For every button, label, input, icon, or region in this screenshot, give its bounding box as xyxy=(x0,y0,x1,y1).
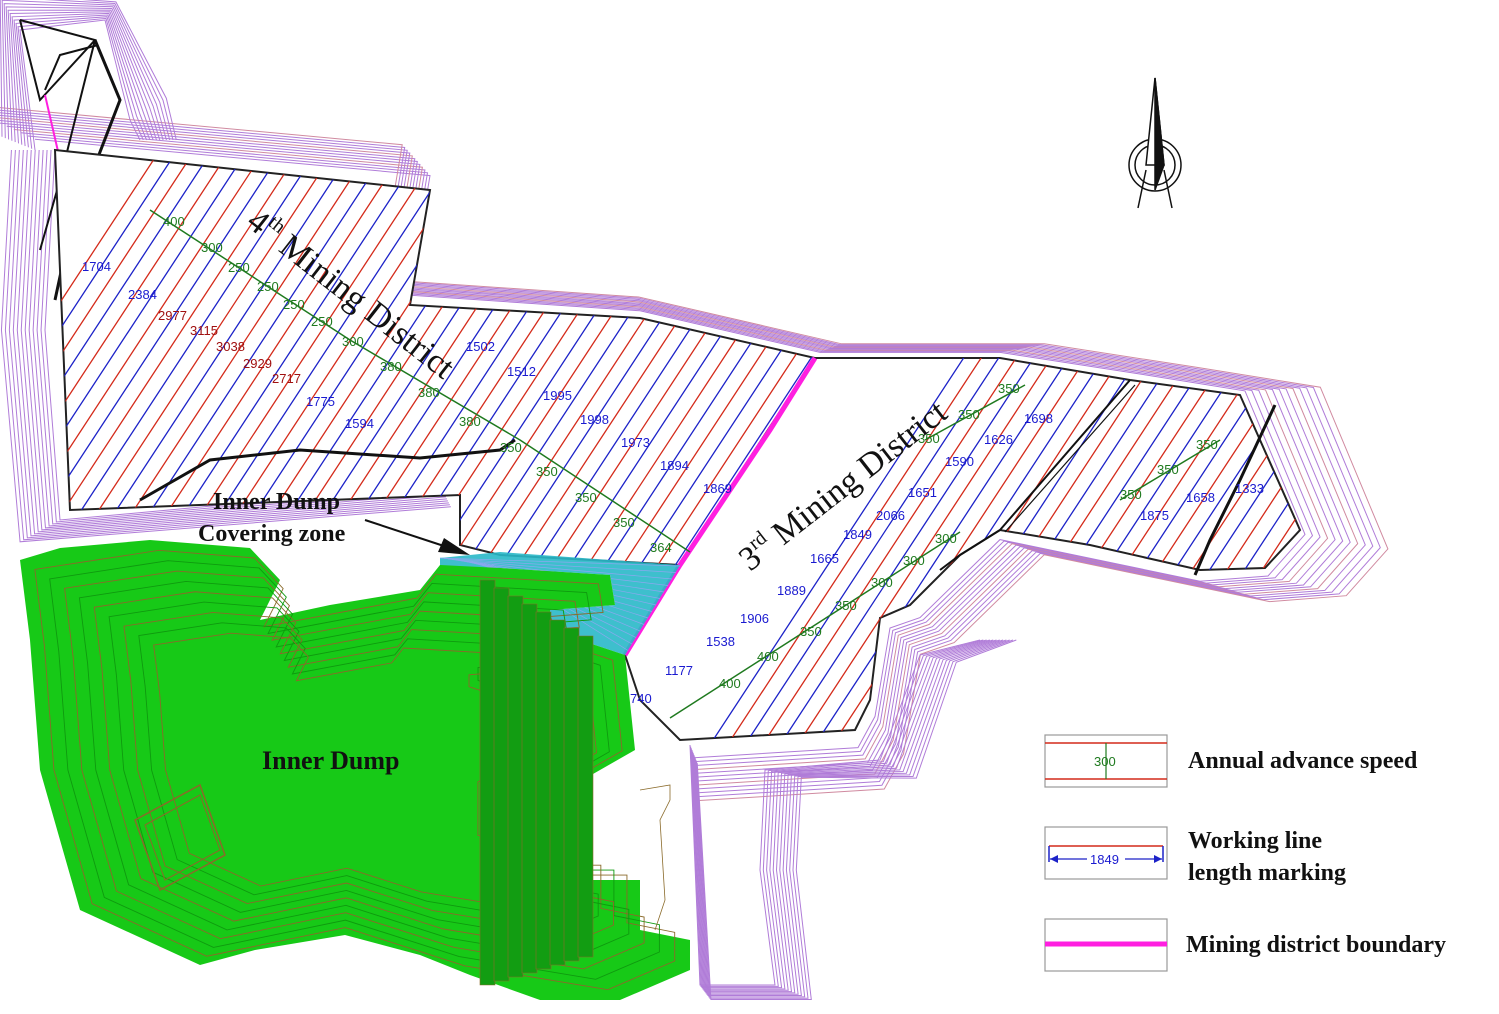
advance-speed-label: 350 xyxy=(918,431,940,446)
advance-speed-label: 350 xyxy=(1157,462,1179,477)
working-length-label: 1594 xyxy=(345,416,374,431)
working-length-labels: 1704 2384 2977 3115 3038 2929 2717 1775 … xyxy=(82,259,1264,706)
working-length-label: 1894 xyxy=(660,458,689,473)
advance-speed-label: 250 xyxy=(228,260,250,275)
legend-advance-label: Annual advance speed xyxy=(1188,748,1418,774)
inner-dump xyxy=(20,540,690,1000)
advance-speed-label: 380 xyxy=(459,414,481,429)
advance-speed-labels: 400 300 250 250 250 250 300 380 380 380 … xyxy=(163,214,1218,691)
working-length-label: 1333 xyxy=(1235,481,1264,496)
advance-speed-label: 400 xyxy=(163,214,185,229)
working-length-label: 3115 xyxy=(190,323,218,338)
working-length-label: 1538 xyxy=(706,634,735,649)
working-length-label: 2384 xyxy=(128,287,157,302)
working-length-label: 1875 xyxy=(1140,508,1169,523)
working-length-label: 1665 xyxy=(810,551,839,566)
north-arrow-icon xyxy=(1128,77,1182,209)
working-length-label: 740 xyxy=(630,691,652,706)
advance-speed-label: 400 xyxy=(719,676,741,691)
advance-speed-label: 380 xyxy=(380,359,402,374)
working-length-label: 1177 xyxy=(665,663,693,678)
advance-speed-label: 300 xyxy=(903,553,925,568)
advance-speed-label: 350 xyxy=(536,464,558,479)
inner-dump-label: Inner Dump xyxy=(262,746,400,775)
cover-zone-arrow-head xyxy=(438,538,470,555)
advance-speed-line-3rd-upper xyxy=(924,384,1026,441)
working-length-label: 1869 xyxy=(703,481,732,496)
advance-speed-label: 250 xyxy=(257,279,279,294)
advance-speed-label: 350 xyxy=(958,407,980,422)
working-length-label: 2717 xyxy=(272,371,301,386)
working-length-label: 1906 xyxy=(740,611,769,626)
advance-speed-line-3rd-east xyxy=(1119,439,1221,501)
working-length-label: 2929 xyxy=(243,356,272,371)
advance-speed-line-3rd-lower xyxy=(669,531,961,719)
working-length-label: 1512 xyxy=(507,364,536,379)
advance-speed-label: 300 xyxy=(935,531,957,546)
haul-roads xyxy=(139,379,1277,576)
legend: 300 Annual advance speed 1849 Working li… xyxy=(1044,734,1446,972)
advance-speed-label: 300 xyxy=(871,575,893,590)
advance-speed-label: 350 xyxy=(998,381,1020,396)
legend-working-label-2: length marking xyxy=(1188,860,1346,886)
advance-speed-label: 350 xyxy=(1120,487,1142,502)
dump-edge-detail xyxy=(639,784,671,931)
working-length-label: 1590 xyxy=(945,454,974,469)
working-length-label: 1626 xyxy=(984,432,1013,447)
working-length-label: 1651 xyxy=(908,485,937,500)
legend-working-label-1: Working line xyxy=(1188,828,1322,854)
working-length-label: 1698 xyxy=(1024,411,1053,426)
advance-speed-label: 350 xyxy=(1196,437,1218,452)
working-length-label: 1889 xyxy=(777,583,806,598)
advance-speed-label: 350 xyxy=(835,598,857,613)
legend-boundary-label: Mining district boundary xyxy=(1186,932,1446,958)
advance-speed-label: 250 xyxy=(283,297,305,312)
working-length-label: 1658 xyxy=(1186,490,1215,505)
advance-speed-label: 350 xyxy=(575,490,597,505)
cover-zone-label-line1: Inner Dump xyxy=(213,489,340,515)
working-length-label: 2066 xyxy=(876,508,905,523)
working-length-label: 3038 xyxy=(216,339,245,354)
advance-speed-label: 350 xyxy=(500,440,522,455)
inner-dump-covering-zone xyxy=(440,552,680,655)
working-length-label: 1704 xyxy=(82,259,111,274)
cover-zone-label-line2: Covering zone xyxy=(198,521,346,547)
working-length-label: 1973 xyxy=(621,435,650,450)
working-length-label: 1849 xyxy=(843,527,872,542)
advance-speed-label: 350 xyxy=(613,515,635,530)
advance-speed-label: 380 xyxy=(418,385,440,400)
legend-advance-value: 300 xyxy=(1094,754,1116,769)
advance-speed-label: 300 xyxy=(342,334,364,349)
advance-speed-label: 364 xyxy=(650,540,672,555)
advance-speed-line-4th xyxy=(149,209,691,553)
advance-speed-label: 350 xyxy=(800,624,822,639)
advance-speed-label: 250 xyxy=(311,314,333,329)
working-length-label: 2977 xyxy=(158,308,187,323)
advance-speed-label: 300 xyxy=(201,240,223,255)
working-length-label: 1775 xyxy=(306,394,335,409)
cover-zone-arrow-line xyxy=(364,519,451,549)
working-length-label: 1995 xyxy=(543,388,572,403)
working-length-label: 1998 xyxy=(580,412,609,427)
advance-speed-label: 400 xyxy=(757,649,779,664)
legend-working-value: 1849 xyxy=(1090,852,1119,867)
working-length-label: 1502 xyxy=(466,339,495,354)
